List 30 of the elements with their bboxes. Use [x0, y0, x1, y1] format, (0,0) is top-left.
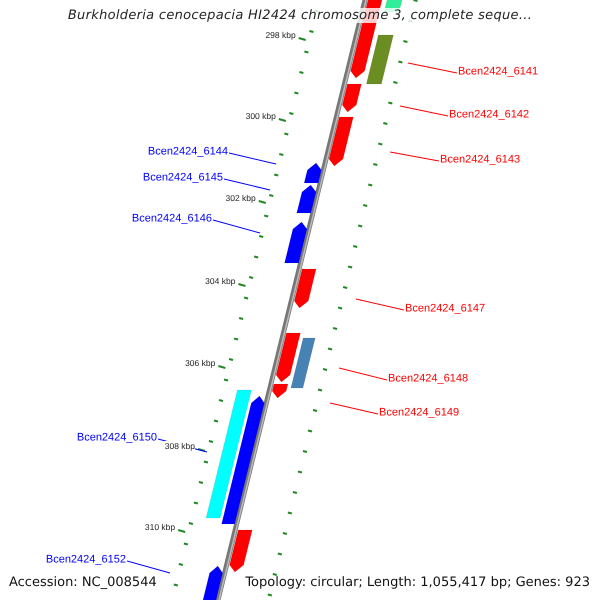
- leader-line: [224, 178, 270, 190]
- leader-line: [212, 220, 260, 234]
- scale-tick-label: 298 kbp: [265, 30, 296, 40]
- leader-line: [356, 298, 404, 310]
- gene-label: Bcen2424_6150: [76, 432, 157, 444]
- accession-text: Accession: NC_008544: [9, 575, 157, 590]
- gene-label: Bcen2424_6142: [449, 108, 530, 122]
- gene-label: Bcen2424_6143: [440, 154, 520, 166]
- scale-tick-label: 308 kbp: [164, 441, 195, 451]
- gene-label: Bcen2424_6146: [132, 212, 212, 226]
- scale-tick-label: 304 kbp: [205, 276, 236, 286]
- leader-line: [400, 106, 448, 116]
- gene-label: Bcen2424_6149: [379, 406, 460, 420]
- gene-label: Bcen2424_6147: [405, 302, 486, 316]
- leader-line: [390, 152, 440, 162]
- leader-line: [338, 368, 388, 380]
- scale-tick-label: 306 kbp: [185, 358, 216, 368]
- gene-label: Bcen2424_6148: [388, 372, 468, 386]
- genome-info-text: Topology: circular; Length: 1,055,417 bp; Genes: 923: [245, 575, 590, 590]
- leader-line: [330, 402, 378, 414]
- leader-line: [228, 152, 276, 164]
- scale-tick-label: 300 kbp: [246, 111, 276, 121]
- gene-label: Bcen2424_6152: [46, 554, 126, 566]
- gene-label: Bcen2424_6141: [458, 66, 538, 78]
- gene-label: Bcen2424_6144: [148, 146, 228, 158]
- scale-tick-label: 302 kbp: [226, 193, 256, 203]
- gene-label: Bcen2424_6145: [142, 172, 223, 184]
- leader-line: [126, 560, 170, 574]
- leader-line: [408, 62, 458, 74]
- scale-tick-label: 310 kbp: [144, 522, 176, 532]
